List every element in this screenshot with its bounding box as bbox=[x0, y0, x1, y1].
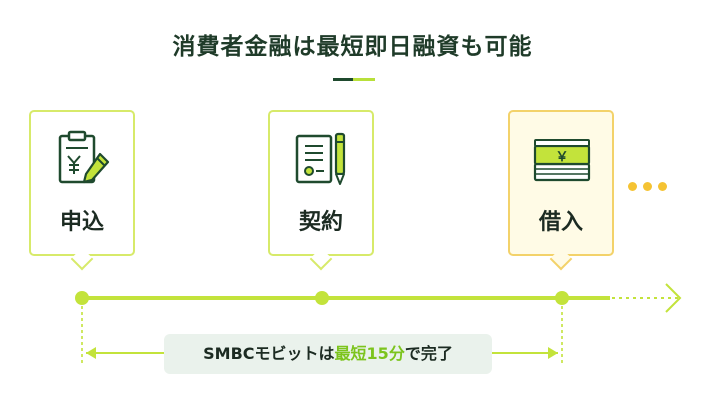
ellipsis-dots-icon bbox=[628, 176, 673, 195]
dot bbox=[658, 182, 667, 191]
contract-pen-icon bbox=[295, 132, 346, 185]
title-underline-dark bbox=[333, 78, 353, 81]
timeline-arrowhead bbox=[665, 283, 682, 313]
page-title: 消費者金融は最短即日融資も可能 bbox=[172, 34, 533, 60]
cash-stack-icon: ￥ bbox=[533, 139, 591, 182]
timeline-node-apply bbox=[75, 291, 89, 305]
step-label-apply: 申込 bbox=[59, 210, 104, 235]
step-card-borrow: ￥ 借入 bbox=[508, 110, 614, 271]
timeline-node-borrow bbox=[555, 291, 569, 305]
yen-symbol: ￥ bbox=[555, 150, 568, 165]
badge-prefix: SMBCモビットは bbox=[203, 344, 335, 363]
title-underline-light bbox=[353, 78, 375, 81]
timeline-node-contract bbox=[315, 291, 329, 305]
step-label-borrow: 借入 bbox=[538, 210, 583, 235]
step-card-apply: 申込 bbox=[29, 110, 135, 271]
span-arrowhead-left bbox=[86, 347, 96, 359]
step-label-contract: 契約 bbox=[298, 210, 343, 235]
badge-suffix: で完了 bbox=[404, 344, 453, 363]
duration-badge: SMBCモビットは最短15分で完了 bbox=[164, 334, 492, 374]
application-form-icon bbox=[58, 130, 110, 184]
badge-highlight: 最短15分 bbox=[334, 344, 405, 363]
dot bbox=[628, 182, 637, 191]
dot bbox=[643, 182, 652, 191]
step-card-contract: 契約 bbox=[268, 110, 374, 271]
span-arrowhead-right bbox=[548, 347, 558, 359]
